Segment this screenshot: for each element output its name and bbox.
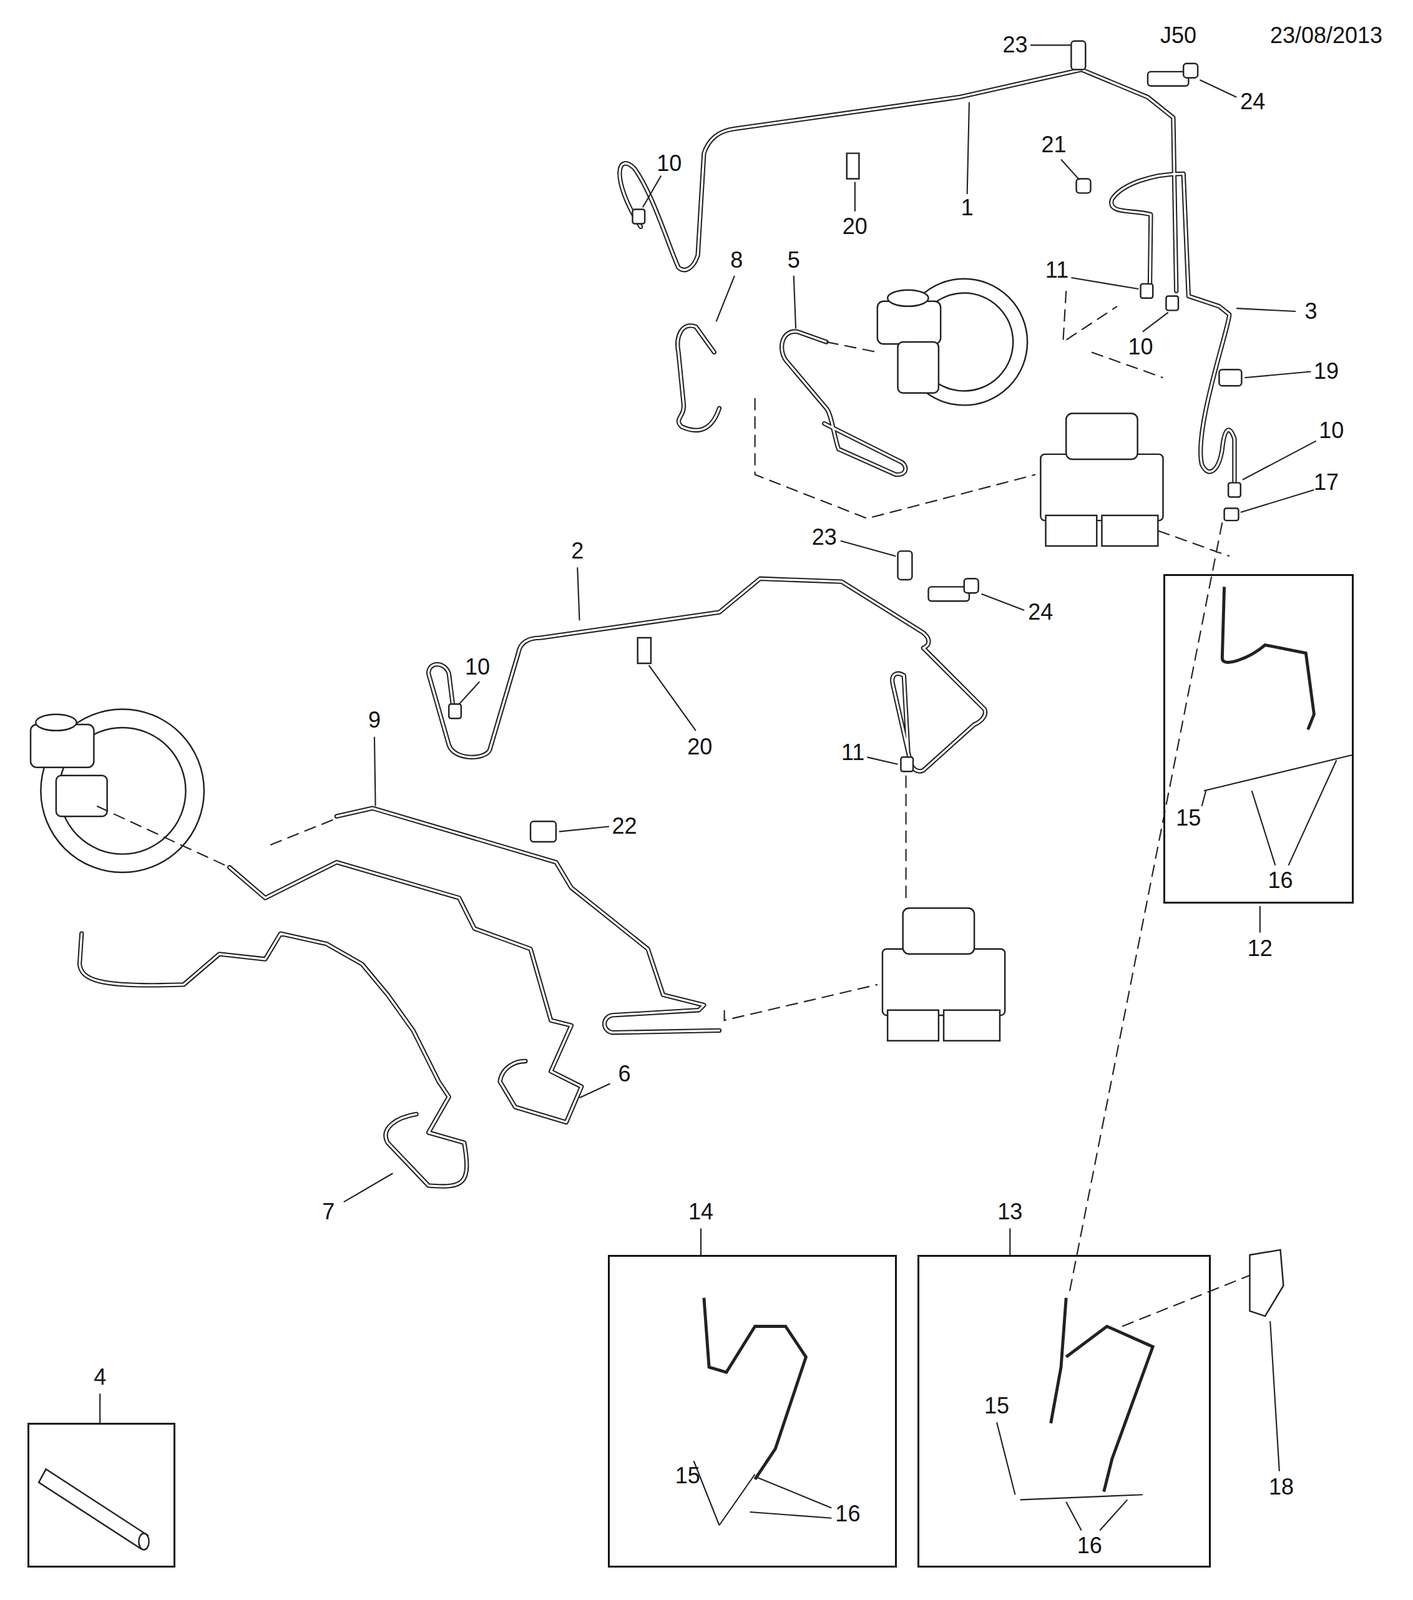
callout-number: 1	[961, 196, 974, 220]
callout-number: 20	[842, 215, 868, 238]
callout-number: 20	[687, 735, 713, 759]
callout-number: 10	[1128, 335, 1154, 359]
part-set-box: 121516	[1163, 574, 1355, 904]
callout-number: 8	[730, 249, 743, 272]
callout-number: 16	[1077, 1534, 1103, 1558]
callout-number: 14	[688, 1200, 714, 1224]
part-set-box: 131516	[917, 1255, 1212, 1569]
callout-number: 21	[1041, 133, 1067, 157]
callout-number: 9	[368, 708, 381, 732]
callout-number: 17	[1313, 471, 1339, 494]
callout-number: 11	[841, 741, 865, 764]
callout-number: 10	[1318, 419, 1344, 442]
drawing-code: J50	[1160, 24, 1197, 47]
part-set-box: 141516	[607, 1255, 897, 1569]
callout-number: 24	[1027, 601, 1053, 624]
callout-number: 10	[656, 152, 682, 175]
callout-number: 13	[997, 1200, 1023, 1224]
callout-number: 10	[464, 655, 490, 679]
callout-number: 4	[93, 1366, 107, 1389]
callout-number: 19	[1313, 360, 1339, 383]
callout-number: 2	[571, 539, 584, 563]
callout-number: 11	[1045, 259, 1069, 282]
date-stamp: 23/08/2013	[1270, 24, 1383, 47]
callout-number: 18	[1268, 1476, 1294, 1499]
callout-number: 15	[675, 1464, 701, 1488]
callout-number: 7	[322, 1200, 335, 1224]
callout-number: 22	[611, 815, 637, 838]
callout-number: 23	[1002, 33, 1028, 57]
part-set-box: 4	[27, 1422, 176, 1568]
callout-number: 23	[811, 526, 837, 549]
callout-number: 24	[1240, 90, 1266, 113]
callout-number: 16	[835, 1502, 861, 1526]
callout-number: 6	[617, 1062, 631, 1086]
callout-number: 15	[984, 1394, 1010, 1418]
callout-number: 5	[787, 249, 801, 272]
callout-number: 12	[1247, 937, 1273, 960]
callout-number: 16	[1267, 869, 1293, 892]
callout-number: 3	[1305, 300, 1318, 323]
callout-number: 15	[1175, 806, 1201, 830]
